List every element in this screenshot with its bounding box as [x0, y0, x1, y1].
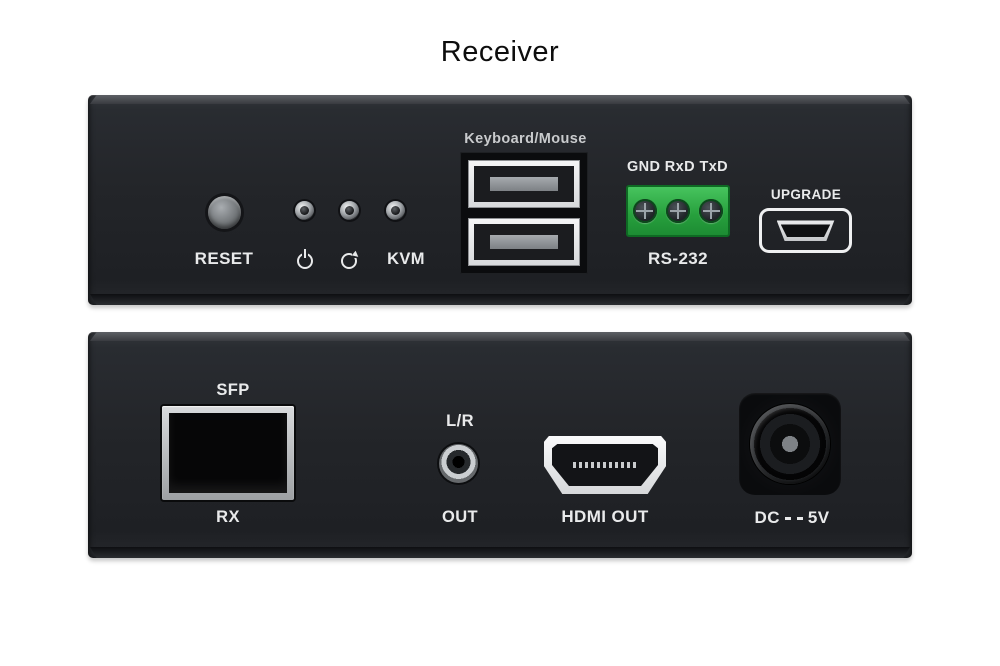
serial-label: RS-232 [647, 249, 709, 268]
usb-tongue [490, 177, 558, 191]
sfp-rx-label: RX [216, 508, 240, 526]
link-loop-icon [341, 251, 359, 269]
usb-port-top [468, 160, 580, 208]
kvm-label: KVM [387, 250, 425, 268]
usb-port-bottom [468, 218, 580, 266]
upgrade-port-outline [759, 208, 852, 253]
audio-jack-port [439, 444, 478, 483]
usb-port-block [460, 152, 588, 274]
dc-power-jack [750, 404, 830, 484]
dc-label: DC 5V [734, 508, 850, 528]
terminal-screw-txd [699, 199, 724, 223]
sfp-opening [169, 413, 287, 493]
hdmi-opening [552, 444, 658, 486]
hdmi-port [544, 436, 666, 494]
dc-label-suffix: 5V [807, 508, 830, 527]
power-led [295, 201, 314, 220]
power-icon [297, 249, 313, 269]
page-title: Receiver [440, 36, 560, 68]
audio-out-label: OUT [441, 508, 479, 526]
usb-port-bottom-opening [474, 224, 574, 260]
reset-button [208, 196, 241, 229]
front-panel: RESET KVM Keyboard/Mouse GND RxD TxD RS-… [88, 95, 912, 305]
reset-label: RESET [194, 249, 254, 268]
hdmi-pins [573, 462, 637, 469]
rs232-terminal-block [626, 185, 730, 237]
micro-usb-port [776, 220, 835, 241]
upgrade-label: UPGRADE [770, 187, 842, 202]
audio-label: L/R [446, 412, 474, 430]
terminal-screw-gnd [632, 199, 657, 223]
link-led [340, 201, 359, 220]
micro-usb-opening [780, 224, 831, 237]
kvm-led [386, 201, 405, 220]
dc-symbol-icon [784, 516, 803, 520]
terminal-screw-rxd [665, 199, 690, 223]
usb-tongue [490, 235, 558, 249]
serial-pin-label: GND RxD TxD [626, 159, 729, 175]
sfp-label: SFP [216, 381, 250, 399]
dc-label-prefix: DC [754, 508, 780, 527]
usb-label: Keyboard/Mouse [464, 131, 587, 147]
rear-panel: SFP RX L/R OUT HDMI OUT DC 5V [88, 332, 912, 558]
sfp-port [162, 406, 294, 500]
hdmi-label: HDMI OUT [561, 507, 649, 526]
usb-port-top-opening [474, 166, 574, 202]
